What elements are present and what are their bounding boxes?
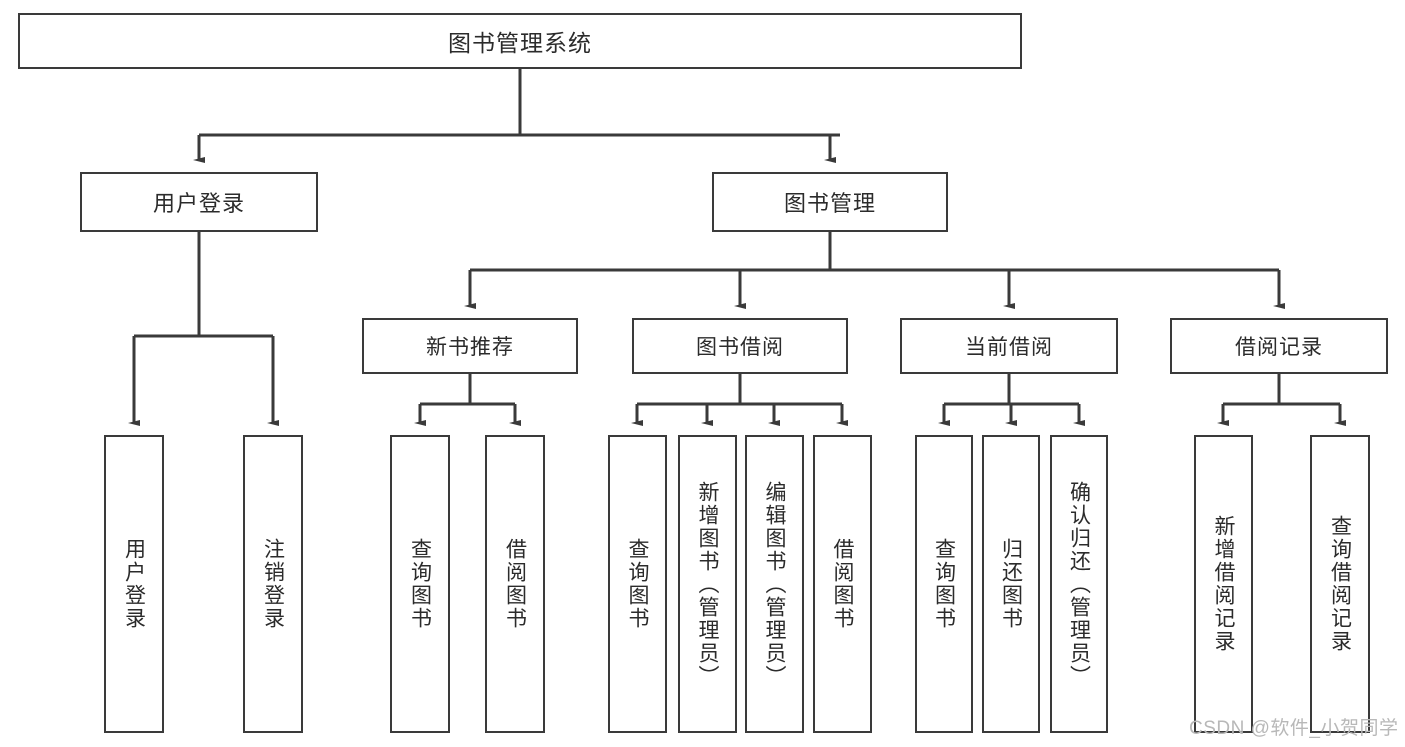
node-leaf-user-login-label: 用户登录 — [122, 538, 146, 630]
node-leaf-edit-book-admin-label: 编辑图书（管理员） — [763, 480, 786, 688]
node-leaf-query-book-recommend-label: 查询图书 — [408, 538, 432, 630]
node-root-label: 图书管理系统 — [448, 30, 592, 56]
node-leaf-return-book[interactable]: 归还图书 — [982, 435, 1040, 733]
node-current-borrow[interactable]: 当前借阅 — [900, 318, 1118, 374]
node-leaf-borrow-book-label: 借阅图书 — [831, 538, 854, 630]
node-leaf-borrow-book[interactable]: 借阅图书 — [813, 435, 872, 733]
node-book-manage[interactable]: 图书管理 — [712, 172, 948, 232]
node-leaf-add-borrow-record-label: 新增借阅记录 — [1212, 515, 1235, 653]
node-leaf-borrow-book-recommend-label: 借阅图书 — [503, 538, 527, 630]
node-leaf-query-book-current[interactable]: 查询图书 — [915, 435, 973, 733]
node-new-book-recommend[interactable]: 新书推荐 — [362, 318, 578, 374]
node-leaf-edit-book-admin[interactable]: 编辑图书（管理员） — [745, 435, 804, 733]
node-book-manage-label: 图书管理 — [783, 191, 876, 216]
node-book-borrow[interactable]: 图书借阅 — [632, 318, 848, 374]
node-leaf-logout-label: 注销登录 — [261, 538, 285, 630]
node-leaf-query-book-current-label: 查询图书 — [932, 538, 956, 630]
watermark-text: CSDN @软件_小贺同学 — [1189, 718, 1399, 739]
node-current-borrow-label: 当前借阅 — [965, 336, 1053, 359]
node-leaf-add-book-admin[interactable]: 新增图书（管理员） — [678, 435, 737, 733]
node-leaf-user-login[interactable]: 用户登录 — [104, 435, 164, 733]
node-leaf-logout[interactable]: 注销登录 — [243, 435, 303, 733]
node-leaf-add-borrow-record[interactable]: 新增借阅记录 — [1194, 435, 1253, 733]
node-leaf-return-book-label: 归还图书 — [999, 538, 1023, 630]
node-leaf-confirm-return-admin-label: 确认归还（管理员） — [1067, 480, 1091, 688]
node-borrow-record-label: 借阅记录 — [1235, 336, 1323, 359]
node-leaf-query-borrow-record-label: 查询借阅记录 — [1328, 515, 1352, 653]
node-borrow-record[interactable]: 借阅记录 — [1170, 318, 1388, 374]
node-leaf-query-book-recommend[interactable]: 查询图书 — [390, 435, 450, 733]
node-user-login-label: 用户登录 — [152, 191, 245, 216]
node-leaf-query-book-borrow-label: 查询图书 — [626, 538, 649, 630]
node-leaf-add-book-admin-label: 新增图书（管理员） — [696, 480, 719, 688]
node-book-borrow-label: 图书借阅 — [696, 336, 784, 359]
node-root[interactable]: 图书管理系统 — [18, 13, 1022, 69]
node-leaf-borrow-book-recommend[interactable]: 借阅图书 — [485, 435, 545, 733]
node-leaf-query-book-borrow[interactable]: 查询图书 — [608, 435, 667, 733]
node-leaf-confirm-return-admin[interactable]: 确认归还（管理员） — [1050, 435, 1108, 733]
node-user-login[interactable]: 用户登录 — [80, 172, 318, 232]
node-new-book-recommend-label: 新书推荐 — [426, 336, 514, 359]
node-leaf-query-borrow-record[interactable]: 查询借阅记录 — [1310, 435, 1370, 733]
